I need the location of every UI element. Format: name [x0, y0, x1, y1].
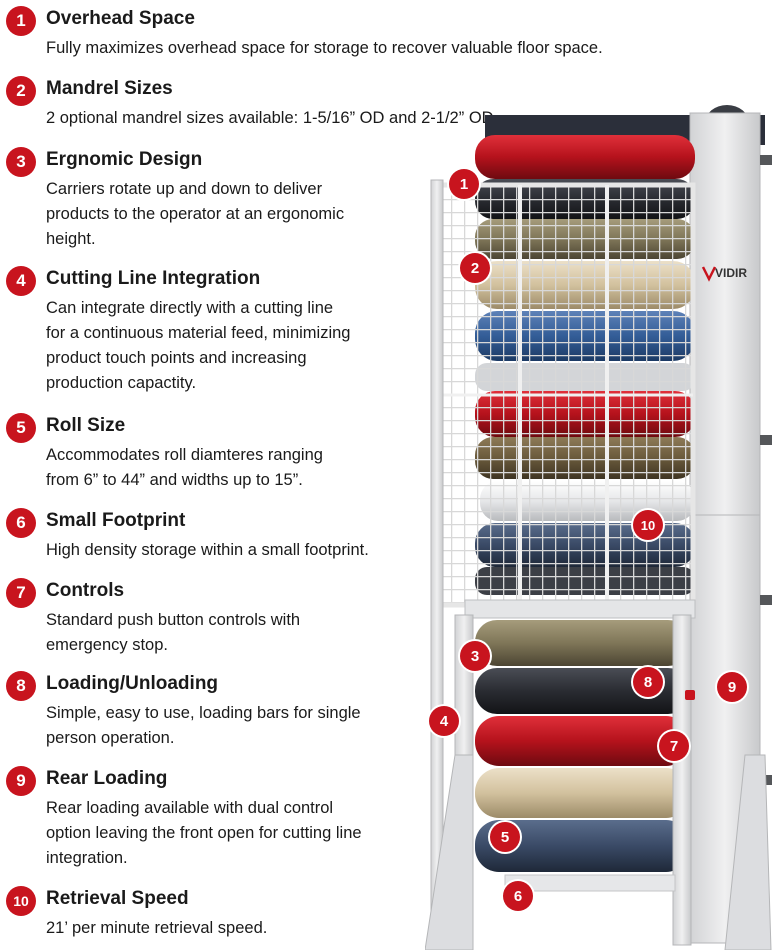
feature-item-6: 6 Small Footprint High density storage w… [6, 508, 426, 568]
feature-description: Standard push button controls with emerg… [46, 608, 300, 658]
guard-bottom-rail [464, 599, 696, 619]
feature-description: Can integrate directly with a cutting li… [46, 296, 350, 396]
emergency-stop-button[interactable] [685, 690, 695, 700]
lower-rolls [475, 620, 690, 872]
description-line: option leaving the front open for cuttin… [46, 824, 362, 842]
feature-description: Accommodates roll diamteres ranging from… [46, 443, 323, 493]
lower-right-upright [672, 614, 692, 946]
feature-title: Cutting Line Integration [46, 268, 261, 289]
description-line: integration. [46, 849, 128, 867]
left-frame-post [430, 179, 444, 950]
brand-logo-text: VIDIR [715, 266, 747, 280]
description-line: Simple, easy to use, loading bars for si… [46, 704, 361, 722]
description-line: 21’ per minute retrieval speed. [46, 919, 268, 937]
description-line: production capactity. [46, 374, 197, 392]
feature-description: Simple, easy to use, loading bars for si… [46, 701, 361, 751]
feature-item-4: 4 Cutting Line Integration Can integrate… [6, 266, 406, 400]
feature-number-badge: 6 [6, 508, 36, 538]
feature-title: Overhead Space [46, 8, 195, 29]
left-base-leg [425, 754, 474, 950]
callout-marker-2: 2 [460, 253, 490, 283]
feature-number-badge: 3 [6, 147, 36, 177]
feature-item-3: 3 Ergnomic Design Carriers rotate up and… [6, 147, 406, 257]
description-line: products to the operator at an ergonomic [46, 205, 345, 223]
callout-marker-1: 1 [449, 169, 479, 199]
feature-title: Mandrel Sizes [46, 78, 173, 99]
description-line: Rear loading available with dual control [46, 799, 334, 817]
description-line: Accommodates roll diamteres ranging [46, 446, 323, 464]
feature-title: Roll Size [46, 415, 126, 436]
right-base-leg [724, 754, 772, 950]
feature-title: Ergnomic Design [46, 149, 203, 170]
feature-item-1: 1 Overhead Space Fully maximizes overhea… [6, 6, 706, 66]
wire-mesh-guard [432, 182, 696, 608]
feature-number-badge: 8 [6, 671, 36, 701]
description-line: Can integrate directly with a cutting li… [46, 299, 334, 317]
callout-marker-3: 3 [460, 641, 490, 671]
feature-item-7: 7 Controls Standard push button controls… [6, 578, 406, 658]
feature-item-9: 9 Rear Loading Rear loading available wi… [6, 766, 431, 872]
feature-item-2: 2 Mandrel Sizes 2 optional mandrel sizes… [6, 76, 706, 136]
description-line: emergency stop. [46, 636, 168, 654]
base-plate [504, 874, 676, 892]
callout-marker-10: 10 [633, 510, 663, 540]
description-line: 2 optional mandrel sizes available: 1-5/… [46, 109, 499, 127]
feature-number-badge: 4 [6, 266, 36, 296]
feature-description: Rear loading available with dual control… [46, 796, 362, 871]
feature-item-10: 10 Retrieval Speed 21’ per minute retrie… [6, 886, 406, 946]
description-line: Standard push button controls with [46, 611, 301, 629]
description-line: height. [46, 230, 96, 248]
description-line: for a continuous material feed, minimizi… [46, 324, 351, 342]
description-line: from 6” to 44” and widths up to 15”. [46, 471, 303, 489]
feature-description: 2 optional mandrel sizes available: 1-5/… [46, 106, 498, 131]
callout-marker-8: 8 [633, 667, 663, 697]
feature-number-badge: 2 [6, 76, 36, 106]
description-line: High density storage within a small foot… [46, 541, 369, 559]
callout-marker-6: 6 [503, 881, 533, 911]
feature-description: 21’ per minute retrieval speed. [46, 916, 267, 941]
feature-description: High density storage within a small foot… [46, 538, 369, 563]
feature-title: Retrieval Speed [46, 888, 189, 909]
feature-item-5: 5 Roll Size Accommodates roll diamteres … [6, 413, 406, 493]
description-line: Fully maximizes overhead space for stora… [46, 39, 603, 57]
feature-description: Fully maximizes overhead space for stora… [46, 36, 603, 61]
callout-marker-4: 4 [429, 706, 459, 736]
feature-title: Small Footprint [46, 510, 186, 531]
feature-item-8: 8 Loading/Unloading Simple, easy to use,… [6, 671, 416, 751]
callout-marker-5: 5 [490, 822, 520, 852]
feature-title: Loading/Unloading [46, 673, 219, 694]
feature-description: Carriers rotate up and down to deliver p… [46, 177, 344, 252]
feature-number-badge: 7 [6, 578, 36, 608]
feature-number-badge: 5 [6, 413, 36, 443]
feature-title: Controls [46, 580, 125, 601]
feature-number-badge: 10 [6, 886, 36, 916]
vertical-storage-carousel-illustration: VIDIR [425, 105, 772, 950]
description-line: product touch points and increasing [46, 349, 307, 367]
feature-number-badge: 1 [6, 6, 36, 36]
description-line: person operation. [46, 729, 175, 747]
feature-title: Rear Loading [46, 768, 168, 789]
brand-logo-mark [701, 266, 717, 282]
callout-marker-7: 7 [659, 731, 689, 761]
description-line: Carriers rotate up and down to deliver [46, 180, 323, 198]
feature-number-badge: 9 [6, 766, 36, 796]
callout-marker-9: 9 [717, 672, 747, 702]
